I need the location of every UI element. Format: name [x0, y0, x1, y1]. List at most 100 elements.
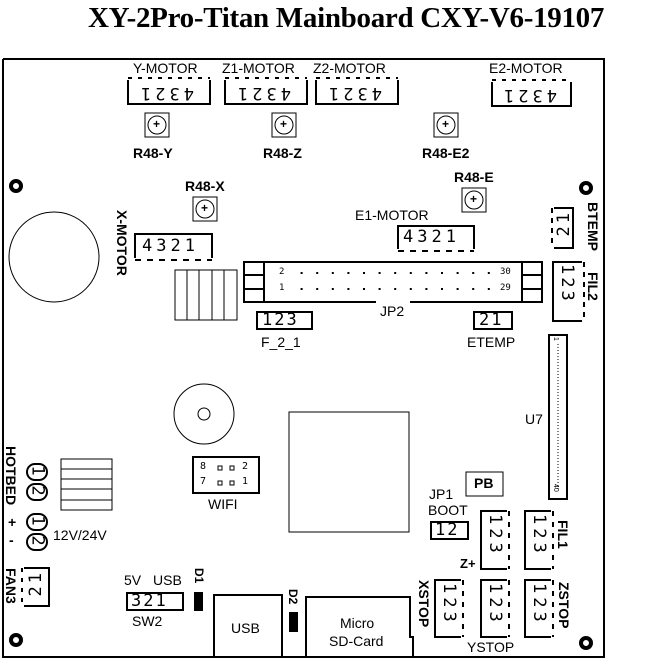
- sw2-label: SW2: [132, 613, 163, 629]
- z2-motor-label: Z2-MOTOR: [313, 60, 386, 76]
- d1-label: D1: [192, 568, 206, 584]
- jp2-pin-dot: [363, 272, 365, 274]
- sw2-usb-label: USB: [153, 572, 182, 588]
- power-plus-label: +: [8, 514, 17, 530]
- jp2-pin-1: 1: [279, 283, 285, 293]
- jp2-pin-dot: [378, 272, 381, 274]
- capacitor-outline: [8, 211, 100, 303]
- pot-y: [144, 112, 170, 138]
- btemp-pins: 21: [554, 210, 574, 237]
- mount-hole-bl: [9, 633, 23, 647]
- jp2-pin-dot: [347, 288, 350, 290]
- e1-motor-pins: 4321: [403, 227, 460, 247]
- sw2-5v-label: 5V: [124, 572, 142, 588]
- x-motor-label: X-MOTOR: [114, 210, 130, 276]
- sd-card-label-line2[interactable]: SD-Card: [329, 633, 384, 649]
- jp2-pin-dot: [331, 288, 334, 290]
- power-minus-label: -: [9, 532, 14, 548]
- z2-motor-connector-outline: [315, 77, 399, 105]
- fil1-connector-outline: [524, 510, 554, 570]
- fil1-label: FIL1: [555, 520, 571, 549]
- jp2-pin-dot: [409, 288, 412, 290]
- pot-z-label: R48-Z: [263, 145, 302, 161]
- jp2-pin-dot: [456, 272, 459, 274]
- xstop-connector-outline: [434, 579, 464, 638]
- z1-motor-connector-outline: [224, 77, 308, 105]
- e1-motor-label: E1-MOTOR: [355, 207, 429, 223]
- power-pin-1: 1: [27, 515, 48, 530]
- jp2-pin-dot: [425, 288, 428, 290]
- pot-z-plus-icon[interactable]: +: [280, 117, 288, 131]
- hotbed-terminal-1[interactable]: [26, 463, 48, 481]
- buzzer-center: [197, 407, 211, 421]
- z1-motor-pins: 4321: [234, 83, 291, 103]
- pb-button-outline: [465, 471, 504, 497]
- fil2-pins: 123: [557, 264, 577, 304]
- mcu-chip: [288, 411, 410, 533]
- zstop-label: ZSTOP: [556, 582, 572, 629]
- zplus-connector-outline: [480, 510, 510, 570]
- pot-e2: [433, 112, 459, 138]
- power-terminal-2[interactable]: [26, 533, 48, 551]
- e1-motor-connector-outline: [397, 225, 475, 252]
- jp2-pin-dot: [425, 272, 428, 274]
- sd-card-label-line1[interactable]: Micro: [340, 615, 375, 631]
- pot-e-plus-icon[interactable]: +: [470, 192, 478, 206]
- f21-connector[interactable]: [256, 311, 313, 330]
- etemp-connector[interactable]: [473, 311, 513, 330]
- pot-x-label: R48-X: [185, 178, 225, 194]
- wifi-pin: [229, 480, 235, 486]
- z2-motor-pins: 4321: [325, 83, 382, 103]
- u7-pin-last: 40: [552, 484, 559, 492]
- jp1-boot-jumper[interactable]: [430, 521, 469, 540]
- zplus-label: Z+: [460, 556, 476, 571]
- wifi-header-outline: [192, 456, 260, 494]
- sw2-switch[interactable]: [126, 592, 184, 611]
- buzzer-outline: [173, 383, 235, 445]
- mount-hole-tr: [579, 181, 593, 195]
- power-pin-2: 2: [27, 535, 48, 550]
- pot-y-label: R48-Y: [133, 145, 173, 161]
- usb-port-label[interactable]: USB: [231, 620, 260, 636]
- btemp-label: BTEMP: [585, 202, 601, 251]
- wifi-pin-1: 1: [242, 476, 249, 487]
- hotbed-pin-2: 2: [27, 485, 48, 500]
- hotbed-terminal-2[interactable]: [26, 483, 48, 501]
- fil2-connector-outline: [552, 261, 585, 322]
- wifi-pin-8: 8: [200, 461, 207, 472]
- jp2-pin-29: 29: [500, 283, 511, 293]
- power-terminal-1[interactable]: [26, 513, 48, 531]
- zplus-pins: 123: [485, 514, 505, 557]
- board-outline: [2, 58, 605, 658]
- e2-motor-connector-outline: [491, 79, 572, 107]
- jp2-pin-dot: [378, 288, 381, 290]
- jp2-pin-dot: [331, 272, 334, 274]
- pb-button-label[interactable]: PB: [474, 475, 494, 491]
- jp2-pin-dot: [394, 272, 397, 274]
- pot-x: [192, 196, 218, 222]
- pot-e2-plus-icon[interactable]: +: [442, 117, 450, 131]
- u7-pin-first: 1: [552, 337, 559, 341]
- wifi-pin: [217, 480, 223, 486]
- pot-x-plus-icon[interactable]: +: [201, 201, 209, 215]
- hotbed-label: HOTBED: [3, 446, 19, 506]
- pot-y-plus-icon[interactable]: +: [153, 117, 161, 131]
- jp2-pin-dot: [472, 272, 475, 274]
- ystop-label: YSTOP: [467, 639, 515, 655]
- e2-motor-label: E2-MOTOR: [489, 60, 563, 76]
- jp2-pin-dot: [441, 288, 443, 290]
- zstop-pins: 123: [529, 583, 549, 626]
- jp2-pin-dot: [472, 288, 475, 290]
- ystop-connector-outline: [480, 579, 510, 638]
- pot-e2-label: R48-E2: [422, 145, 470, 161]
- hotbed-pin-1: 1: [27, 465, 48, 480]
- fan3-pins: 21: [26, 570, 46, 597]
- jp1-pins: 12: [435, 520, 460, 540]
- d2-led: [289, 612, 298, 632]
- jp2-pin-dot: [363, 288, 365, 290]
- jp2-pin-dot: [300, 288, 303, 290]
- btemp-connector-outline: [551, 207, 574, 249]
- jp2-pin-dot: [441, 272, 443, 274]
- fil2-label: FIL2: [585, 272, 601, 301]
- x-motor-connector-outline: [134, 233, 213, 261]
